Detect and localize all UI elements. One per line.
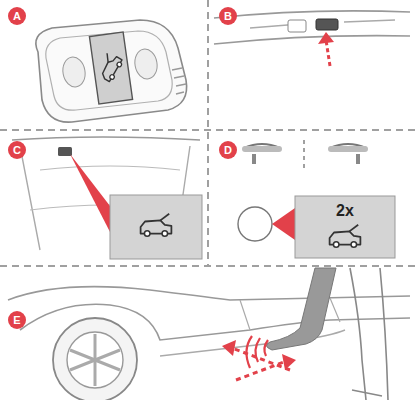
press-count: 2x xyxy=(336,202,354,220)
button-count-box: 2x xyxy=(295,196,395,258)
key-fob xyxy=(36,20,187,122)
tailgate-handle xyxy=(214,11,410,66)
callout-letter: A xyxy=(13,10,21,22)
callout-letter: B xyxy=(224,10,232,22)
callout-letter: E xyxy=(13,314,20,326)
steering-icons xyxy=(238,140,395,258)
callout-letter: D xyxy=(224,144,232,156)
callout-letter: C xyxy=(8,141,26,159)
panel-divider xyxy=(0,0,415,266)
callout-letter: A xyxy=(8,7,26,25)
boot-interior xyxy=(12,137,202,259)
callout-letter: C xyxy=(13,144,21,156)
callout-letter: D xyxy=(219,141,237,159)
rear-bumper-foot xyxy=(8,268,410,400)
callout-letter: B xyxy=(219,7,237,25)
callout-letter: E xyxy=(8,311,26,329)
